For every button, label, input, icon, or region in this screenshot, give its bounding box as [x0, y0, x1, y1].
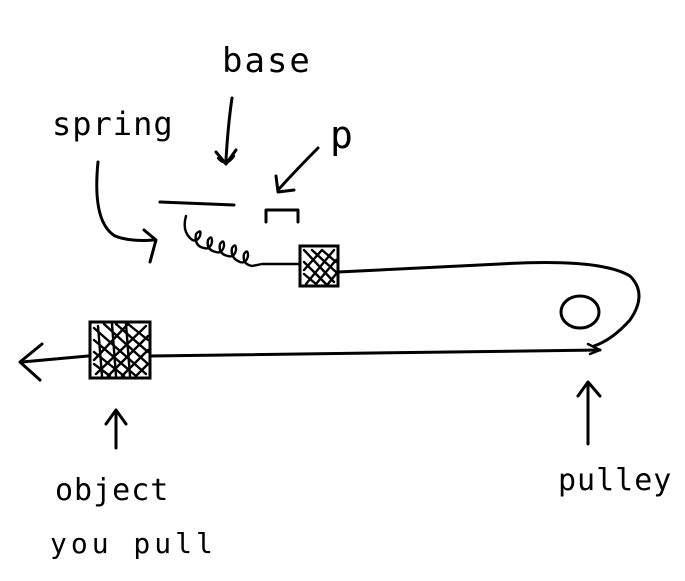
small-block: [298, 244, 340, 288]
rope-join: [586, 342, 602, 356]
object-arrow: [104, 408, 128, 450]
rope: [336, 261, 641, 348]
label-object-line1: object: [55, 473, 169, 508]
spring-coil: [183, 214, 302, 268]
p-arrow: [274, 146, 320, 194]
base-arrow: [214, 96, 238, 166]
pulley-wheel: [559, 294, 601, 330]
pull-arrow: [18, 342, 90, 382]
rope-lower: [148, 348, 602, 358]
label-pulley: pulley: [558, 463, 672, 498]
spring-arrow: [95, 160, 158, 264]
base-line: [158, 200, 236, 207]
large-block: [88, 320, 152, 380]
pulley-arrow: [576, 380, 602, 446]
label-object-line2: you pull: [50, 527, 217, 560]
p-bracket: [264, 208, 300, 224]
label-base: base: [222, 41, 312, 81]
label-p: p: [330, 113, 353, 157]
label-spring: spring: [52, 105, 174, 143]
